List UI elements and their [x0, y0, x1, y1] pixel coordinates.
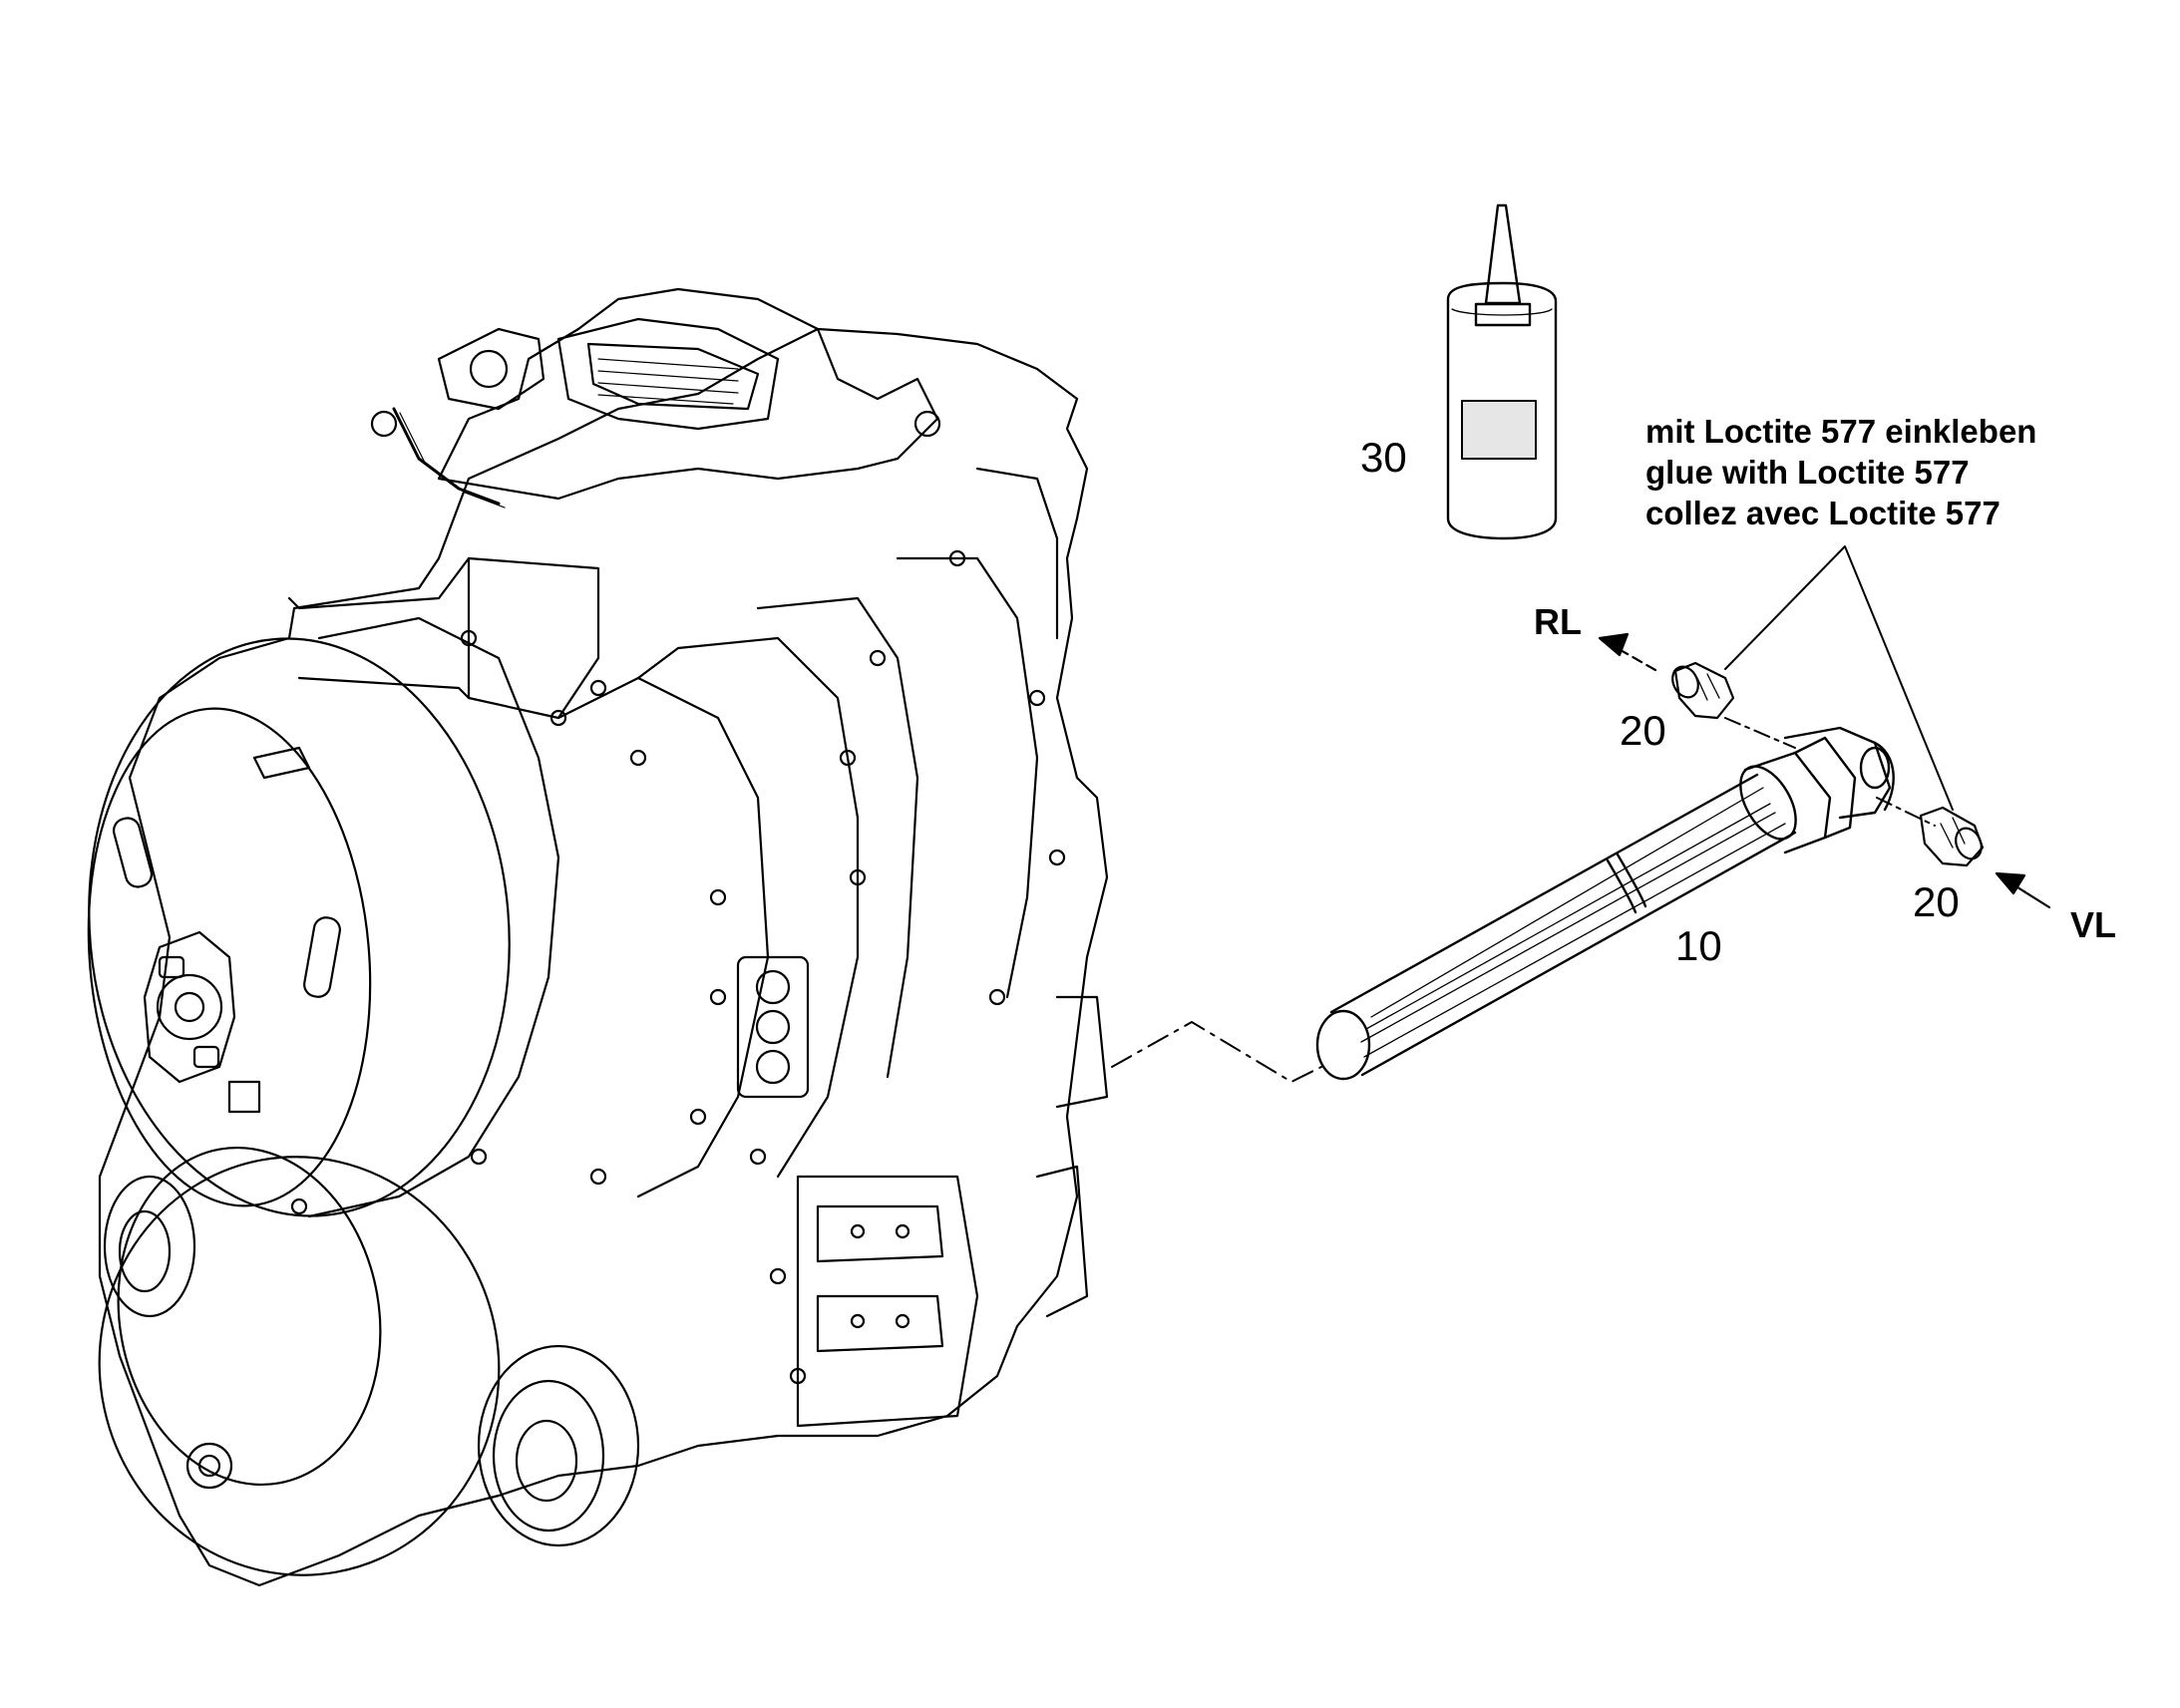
fitting-centerline-left	[1724, 717, 1796, 749]
bottle-label-panel	[1461, 400, 1537, 460]
callout-20-left: 20	[1620, 707, 1666, 754]
instruction-french: collez avec Loctite 577	[1645, 495, 2000, 531]
fitting-centerline-right	[1876, 797, 1936, 827]
loctite-bottle	[1446, 203, 1558, 540]
supply-line-arrow	[1995, 871, 2051, 909]
transmission-housing	[87, 287, 1109, 1587]
assembly-centerline	[1111, 1021, 1322, 1083]
callout-10: 10	[1675, 922, 1722, 969]
return-line-arrow	[1598, 632, 1657, 672]
fitting-left	[1671, 661, 1735, 720]
instruction-german: mit Loctite 577 einkleben	[1645, 413, 2037, 450]
filter-element	[1315, 726, 1895, 1081]
fitting-right	[1919, 806, 1985, 867]
loctite-instruction-note: mit Loctite 577 einkleben glue with Loct…	[1645, 411, 2036, 533]
note-leader-lines	[1724, 545, 1954, 811]
callout-20-right: 20	[1913, 878, 1960, 925]
callout-30: 30	[1360, 434, 1407, 481]
instruction-english: glue with Loctite 577	[1645, 454, 1970, 491]
supply-line-label: VL	[2070, 904, 2117, 945]
return-line-label: RL	[1534, 601, 1582, 642]
